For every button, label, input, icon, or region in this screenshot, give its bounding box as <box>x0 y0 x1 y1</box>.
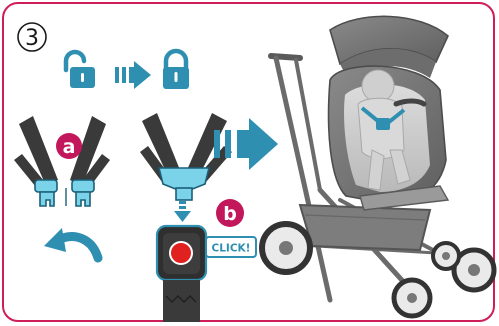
left-buckle-tongue <box>35 180 57 206</box>
unlocked-padlock-icon <box>66 52 95 88</box>
stroller-wheel-rear-2 <box>394 280 430 316</box>
step-number: 3 <box>25 26 39 51</box>
right-buckle-tongue <box>72 180 94 206</box>
right-arrow-icon <box>115 61 151 89</box>
label-a-badge: a <box>56 133 82 159</box>
label-b: b <box>223 203 237 225</box>
crotch-strap <box>163 280 200 322</box>
label-a: a <box>63 136 76 158</box>
harness-unbuckled <box>14 116 110 206</box>
undo-arrow-icon <box>44 228 98 258</box>
step-number-badge: 3 <box>18 23 46 51</box>
buckle-release-button <box>170 242 192 264</box>
harness-buckle <box>157 226 206 280</box>
click-label: CLICK! <box>212 243 251 255</box>
down-arrow-icon <box>174 201 191 222</box>
label-b-badge: b <box>216 199 244 227</box>
click-badge: CLICK! <box>206 237 256 257</box>
stroller-wheel-front-2 <box>433 243 459 269</box>
stroller-wheel-rear <box>262 224 310 272</box>
stroller-illustration <box>262 16 494 316</box>
locked-padlock-icon <box>163 51 189 89</box>
